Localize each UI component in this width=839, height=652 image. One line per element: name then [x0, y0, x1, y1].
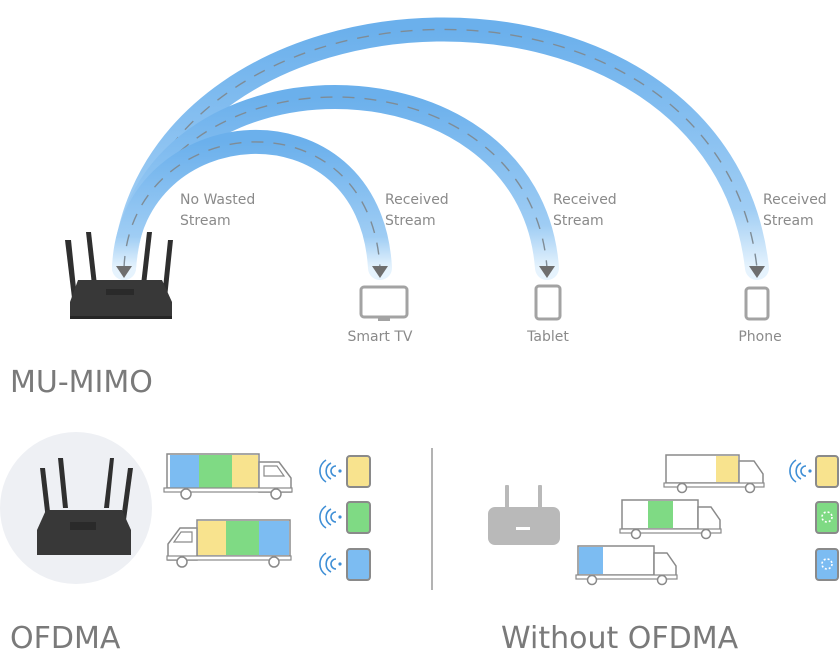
stream-tv — [112, 129, 392, 280]
phone-yellow-icon — [815, 455, 839, 488]
phone-blue-icon — [346, 548, 371, 581]
wifi-icon — [789, 459, 812, 483]
without-ofdma-title: Without OFDMA — [501, 621, 739, 652]
ofdma-router-circle — [0, 432, 152, 584]
phone-label: Phone — [738, 329, 781, 345]
without-truck-middle — [619, 499, 722, 540]
phone-blue-loading-icon — [815, 548, 839, 581]
without-truck-bottom — [575, 545, 678, 586]
phone-green-loading-icon — [815, 501, 839, 534]
router-grey-icon — [488, 485, 560, 545]
ofdma-truck-bottom — [166, 519, 292, 568]
phone-green-icon — [346, 501, 371, 534]
router-mu-mimo-icon — [65, 232, 173, 319]
return-arrowhead — [116, 266, 132, 278]
ofdma-truck-top — [163, 453, 293, 500]
without-truck-top — [663, 454, 765, 494]
phone-icon — [744, 286, 770, 321]
wifi-icon — [319, 505, 342, 529]
wifi-icon — [319, 459, 342, 483]
phone-yellow-icon — [346, 455, 371, 488]
ofdma-title: OFDMA — [10, 621, 121, 652]
tablet-label: Tablet — [526, 329, 569, 345]
smart-tv-icon — [359, 285, 409, 321]
wifi-icon — [319, 552, 342, 576]
smart-tv-label: Smart TV — [348, 329, 413, 345]
tablet-icon — [534, 284, 562, 321]
mu-mimo-title: MU-MIMO — [10, 365, 153, 400]
router-ofdma-icon — [37, 458, 133, 555]
